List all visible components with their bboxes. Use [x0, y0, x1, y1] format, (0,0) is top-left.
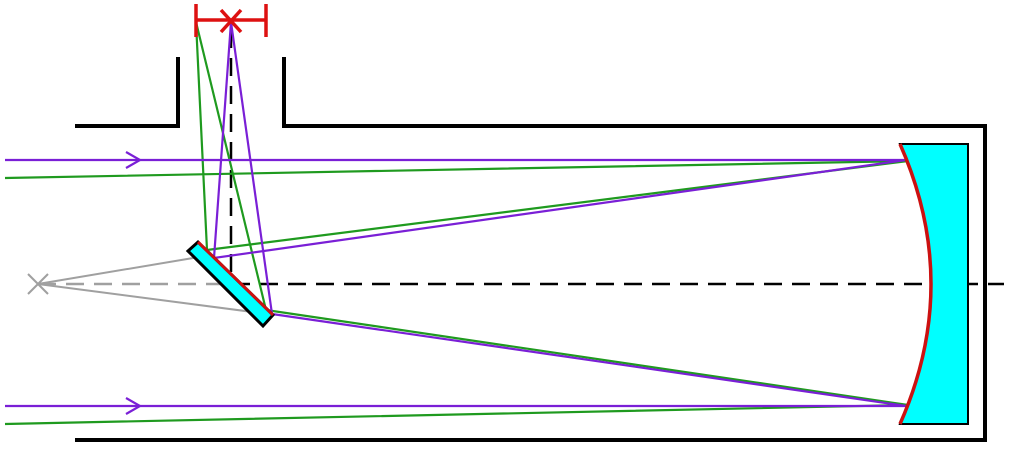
primary-mirror-coating [898, 143, 933, 425]
ray-green-top [4, 21, 909, 252]
virtual-rays [37, 255, 269, 315]
focal-plane-marker [194, 4, 268, 37]
tube-top-wall-right [75, 57, 987, 442]
primary-mirror [898, 143, 969, 425]
ray-purple-bottom [5, 21, 907, 408]
virtual-ray [37, 255, 206, 285]
rays-purple [5, 21, 907, 415]
tube-top-wall [75, 57, 180, 128]
arrow-icon [125, 397, 143, 415]
virtual-ray [37, 283, 269, 315]
virtual-focus-mark [27, 273, 49, 295]
secondary-mirror [185, 239, 276, 329]
tube [75, 57, 987, 442]
secondary-mirror-coating [196, 240, 275, 317]
ray-purple-top [5, 21, 907, 260]
ray-green-bottom [4, 21, 909, 426]
rays-green [4, 21, 909, 426]
arrow-icon [125, 151, 143, 169]
optical-axis [38, 30, 1004, 286]
